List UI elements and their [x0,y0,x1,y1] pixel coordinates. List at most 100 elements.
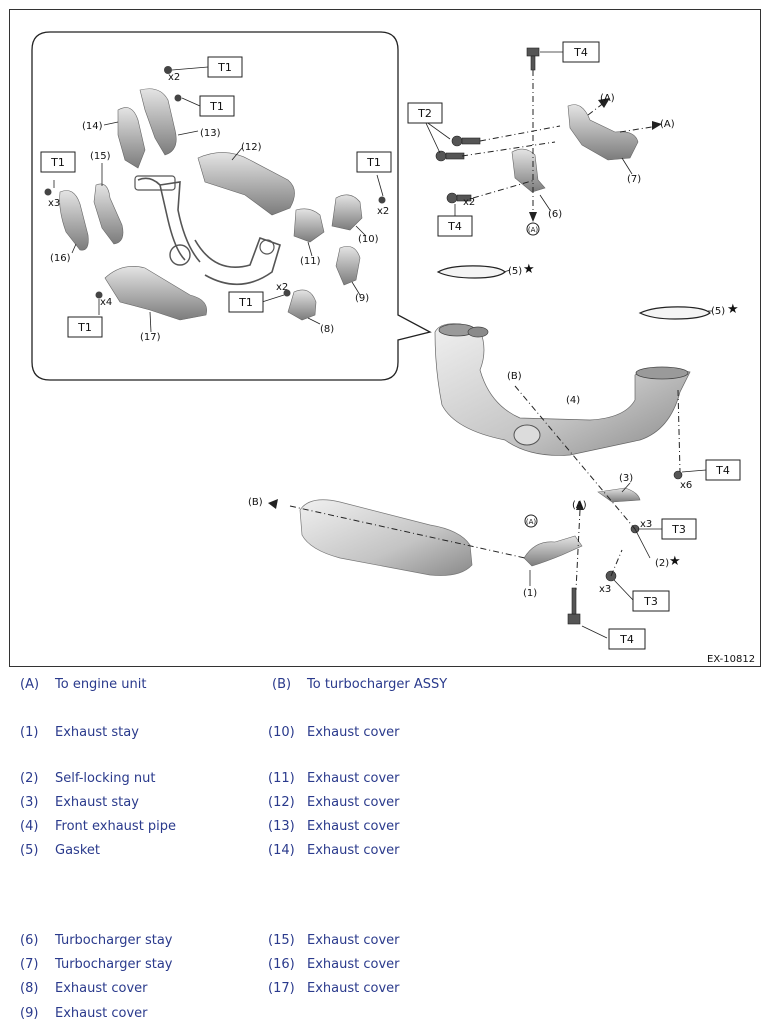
legend-key: (13) [268,819,295,834]
label-x3-a: x3 [640,519,652,530]
legend-text: Exhaust cover [307,819,400,834]
legend-text: Exhaust cover [307,933,400,948]
legend-key: (17) [268,981,295,996]
legend-key: (3) [20,795,39,810]
legend-text: To engine unit [55,677,147,692]
torque-t1: T1 [50,156,65,169]
turbocharger-stay-6 [511,148,546,193]
label-c17: (17) [140,332,161,343]
legend-text: Turbocharger stay [55,957,173,972]
legend-text: Turbocharger stay [55,933,173,948]
label-c2: (2) [655,558,669,569]
exhaust-cover-14 [117,107,146,169]
torque-t2: T2 [417,107,432,120]
legend-text: To turbocharger ASSY [307,677,448,692]
label-c10: (10) [358,234,379,245]
label-c5-b: (5) [711,306,725,317]
star-icon: ★ [669,554,681,569]
legend-text: Exhaust cover [307,725,400,740]
torque-t1: T1 [238,296,253,309]
label-c13: (13) [200,128,221,139]
legend-key: (15) [268,933,295,948]
label-x2: x2 [168,72,180,83]
torque-t3: T3 [671,523,686,536]
legend-key: (12) [268,795,295,810]
label-c8: (8) [320,324,334,335]
label-c9: (9) [355,293,369,304]
bolt-icon [44,66,386,299]
legend-key: (11) [268,771,295,786]
marker-a-lower [524,514,538,528]
figure-code: EX-10812 [707,654,755,665]
exhaust-cover-11 [293,208,325,243]
legend-key: (10) [268,725,295,740]
exhaust-cover-17 [104,266,207,321]
legend-key: (2) [20,771,39,786]
label-c3: (3) [619,473,633,484]
exhaust-cover-10 [331,194,363,231]
legend-text: Exhaust cover [307,843,400,858]
label-a2: (A) [660,119,675,130]
legend-text: Exhaust stay [55,795,139,810]
label-c6: (6) [548,209,562,220]
legend-text: Exhaust cover [55,981,148,996]
exhaust-cover-16 [59,190,89,251]
label-x3-b: x3 [599,584,611,595]
exhaust-stay-1 [523,535,583,567]
marker-a-lower-text: (A) [526,518,537,526]
label-b1: (B) [507,371,522,382]
rear-pipe-assembly [299,499,473,576]
label-c1: (1) [523,588,537,599]
legend-text: Gasket [55,843,100,858]
label-c5-a: (5) [508,266,522,277]
legend-text: Exhaust cover [307,957,400,972]
star-icon: ★ [727,302,739,317]
exploded-diagram: x2 (14) (13) (12) (15) x3 (16) x2 (10) (… [9,9,761,667]
legend-key: (B) [272,677,292,692]
exhaust-cover-15 [93,183,124,245]
legend-text: Exhaust cover [307,981,400,996]
marker-a-upper [526,222,540,236]
legend-text: Exhaust stay [55,725,139,740]
exhaust-cover-13 [139,88,177,156]
legend-key: (A) [20,677,40,692]
label-c7: (7) [627,174,641,185]
label-c16: (16) [50,253,71,264]
exhaust-cover-8 [287,289,317,321]
torque-t1: T1 [209,100,224,113]
label-x2-main: x2 [463,197,475,208]
exhaust-stay-3 [597,487,641,503]
legend-key: (5) [20,843,39,858]
marker-a-upper-text: (A) [528,226,539,234]
label-x2-c: x2 [276,282,288,293]
exhaust-cover-9 [335,246,361,286]
torque-t1: T1 [366,156,381,169]
legend-key: (6) [20,933,39,948]
label-c12: (12) [241,142,262,153]
label-a1: (A) [600,93,615,104]
legend-text: Exhaust cover [55,1006,148,1021]
exhaust-pipe-outline [137,177,281,286]
legend-key: (4) [20,819,39,834]
front-exhaust-pipe [434,323,691,456]
label-x4: x4 [100,297,112,308]
label-c15: (15) [90,151,111,162]
torque-t3: T3 [643,595,658,608]
torque-t4: T4 [447,220,462,233]
exhaust-cover-12 [197,152,295,216]
gasket-5-right [638,306,711,320]
legend-key: (16) [268,957,295,972]
label-b2: (B) [248,497,263,508]
label-x2-b: x2 [377,206,389,217]
torque-t1: T1 [77,321,92,334]
torque-t4: T4 [573,46,588,59]
torque-t4: T4 [619,633,634,646]
label-x6: x6 [680,480,692,491]
legend-key: (14) [268,843,295,858]
star-icon: ★ [523,262,535,277]
gasket-5-left [436,265,506,279]
legend-text: Self-locking nut [55,771,156,786]
torque-t4: T4 [715,464,730,477]
legend-key: (9) [20,1006,39,1021]
label-a3: (A) [572,500,587,511]
